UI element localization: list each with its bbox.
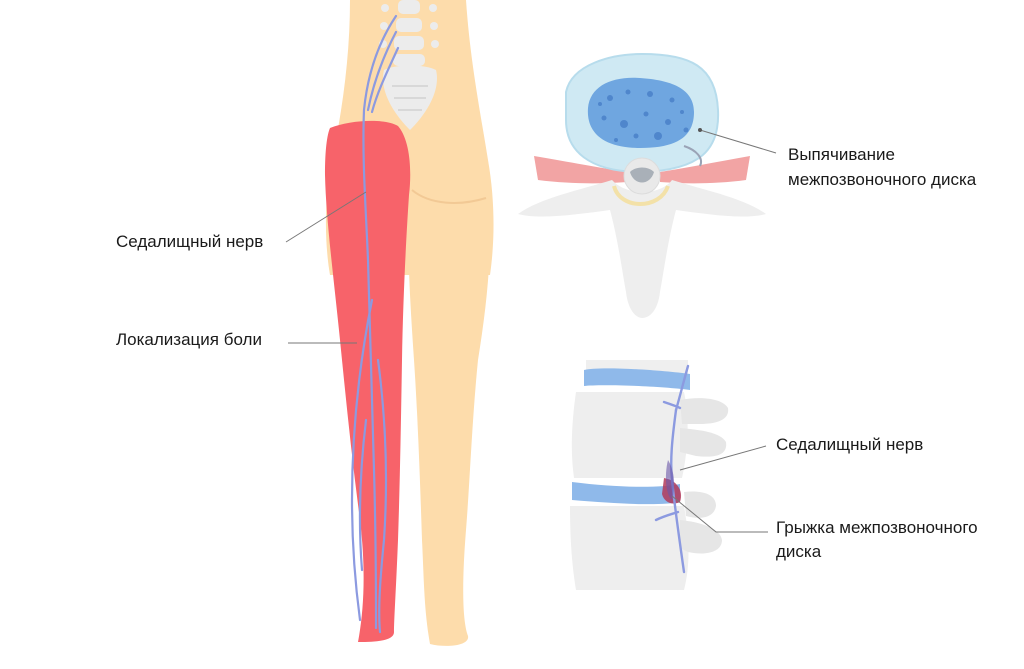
label-pain-localization: Локализация боли bbox=[116, 328, 262, 352]
spine-side-view bbox=[570, 360, 728, 590]
label-protrusion-line2: межпозвоночного диска bbox=[788, 168, 976, 192]
label-hernia-line1: Грыжка межпозвоночного bbox=[776, 516, 978, 540]
label-protrusion-line1: Выпячивание bbox=[788, 143, 895, 167]
label-sciatic-nerve-right: Седалищный нерв bbox=[776, 433, 923, 457]
label-hernia-line2: диска bbox=[776, 540, 821, 564]
human-body-figure bbox=[325, 0, 494, 646]
protrusion-leader-dot bbox=[698, 128, 702, 132]
vertebra-top-view bbox=[518, 54, 766, 318]
label-sciatic-nerve-left: Седалищный нерв bbox=[116, 230, 263, 254]
